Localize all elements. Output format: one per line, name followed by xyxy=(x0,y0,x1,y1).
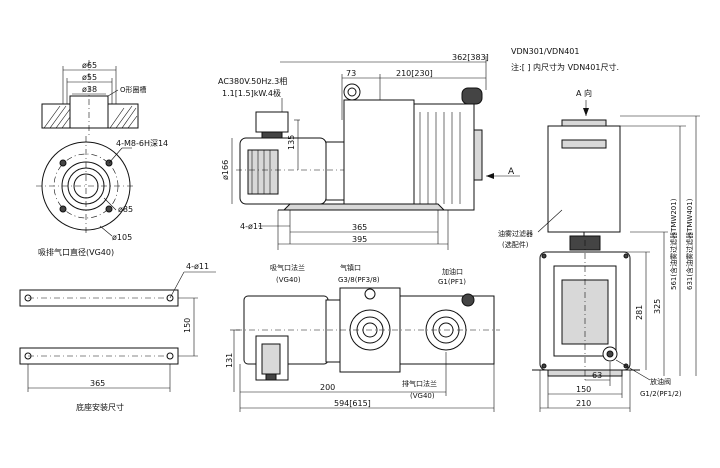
motor-spec-1: AC380V.50Hz.3相 xyxy=(218,76,287,86)
section-hatch-left xyxy=(43,105,71,129)
ballast-thread: G3/8(PF3/8) xyxy=(338,276,380,284)
lifting-eye xyxy=(343,83,361,101)
mount-hole xyxy=(24,294,32,302)
bolt-label: 4-M8-6H深14 xyxy=(116,139,168,148)
dim-131: 131 xyxy=(225,353,234,368)
motor-fins xyxy=(247,149,279,195)
dim-325: 325 xyxy=(653,299,662,314)
dim-631: 631(含油雾过滤器TMW401) xyxy=(685,198,694,290)
base-holes: 4-ø11 xyxy=(186,262,209,271)
bolt-hole xyxy=(59,159,67,167)
bolt-hole xyxy=(59,205,67,213)
gas-ballast-valve xyxy=(364,288,376,300)
exhaust-flange-label: 排气口法兰 xyxy=(402,379,437,388)
dim-561: 561(含油雾过滤器TMW201) xyxy=(669,198,678,290)
dim-210-side: 210 xyxy=(576,399,591,408)
base-caption: 底座安装尺寸 xyxy=(76,402,124,412)
motor-flange-top xyxy=(325,299,341,363)
dim-594: 594[615] xyxy=(334,399,371,408)
drain-label-1: 放油阀 xyxy=(650,377,671,386)
arrow-a: A xyxy=(508,167,515,177)
mist-filter-label-1: 油雾过滤器 xyxy=(498,229,533,238)
bolt-hole xyxy=(105,205,113,213)
oil-fill-label: 加油口 xyxy=(442,267,463,276)
drain-label-2: G1/2(PF1/2) xyxy=(640,390,682,398)
dim-d65: ø65 xyxy=(82,61,97,70)
dim-d38: ø38 xyxy=(82,85,97,94)
suction-flange-label: 吸气口法兰 xyxy=(270,263,305,272)
front-view: 362[383] 73 210[230] AC380V.50Hz.3相 1.1[… xyxy=(218,53,520,250)
cable-gland xyxy=(261,131,283,139)
dim-362: 362[383] xyxy=(452,53,489,62)
dim-210: 210[230] xyxy=(396,69,433,78)
base-dim-365: 365 xyxy=(90,379,105,388)
oil-fill-thread: G1(PF1) xyxy=(438,278,466,286)
ballast-label: 气镇口 xyxy=(340,263,361,272)
terminal-box xyxy=(255,111,289,133)
size-note: 注:[ ] 内尺寸为 VDN401尺寸. xyxy=(511,62,619,72)
dim-281: 281 xyxy=(635,305,644,320)
dim-135: 135 xyxy=(287,135,296,150)
base-dim-150: 150 xyxy=(183,318,192,333)
mist-filter-label-2: (选配件) xyxy=(502,240,529,249)
dim-150-side: 150 xyxy=(576,385,591,394)
front-holes: 4-ø11 xyxy=(240,222,263,231)
base-plate xyxy=(282,203,446,211)
models-label: VDN301/VDN401 xyxy=(511,47,579,56)
base-view: 4-ø11 150 365 底座安装尺寸 xyxy=(19,262,216,412)
oil-fill-port xyxy=(461,293,475,307)
pump-coupling-housing xyxy=(343,99,415,211)
side-view: A 向 油雾过滤器 (选配件) 281 325 56 xyxy=(498,88,700,412)
flange-caption: 吸排气口直径(VG40) xyxy=(38,247,114,257)
dim-73: 73 xyxy=(346,69,356,78)
flange-view: ø65 ø55 ø38 O形圈槽 4-M8-6H深14 ø85 ø105 吸排气… xyxy=(36,60,168,257)
dim-d85: ø85 xyxy=(118,205,133,214)
mount-hole xyxy=(166,294,174,302)
top-view: 吸气口法兰 (VG40) 气镇口 G3/8(PF3/8) 加油口 G1(PF1)… xyxy=(225,263,500,412)
view-a-label: A 向 xyxy=(576,88,592,98)
section-hatch-right xyxy=(109,105,138,129)
mount-hole xyxy=(166,352,174,360)
oring-groove xyxy=(67,167,105,205)
mount-hole xyxy=(24,352,32,360)
dim-d55: ø55 xyxy=(82,73,97,82)
oil-sight-glass xyxy=(473,129,483,181)
dim-200: 200 xyxy=(320,383,335,392)
oil-fill-cap xyxy=(461,87,483,105)
motor-flange xyxy=(325,141,345,201)
dim-395-front: 395 xyxy=(352,235,367,244)
suction-vg40: (VG40) xyxy=(276,276,301,284)
dim-d166: ø166 xyxy=(221,160,230,180)
oring-label: O形圈槽 xyxy=(120,85,147,94)
motor-spec-2: 1.1[1.5]kW.4极 xyxy=(222,88,281,98)
exhaust-vg40: (VG40) xyxy=(410,392,435,400)
dim-365-front: 365 xyxy=(352,223,367,232)
dim-d105: ø105 xyxy=(112,233,132,242)
dim-63: 63 xyxy=(592,371,602,380)
